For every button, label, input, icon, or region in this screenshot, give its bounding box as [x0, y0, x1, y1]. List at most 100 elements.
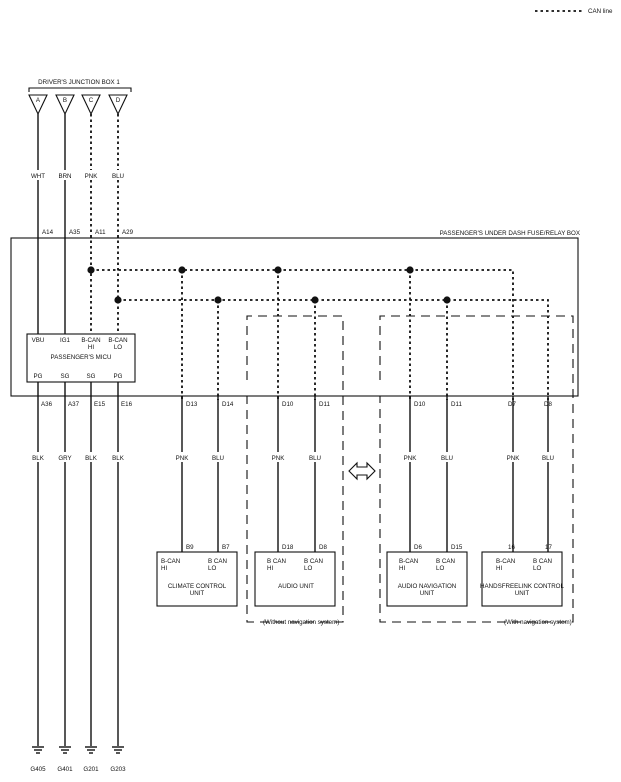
ground-label: G405: [30, 766, 46, 773]
terminal-label: D8: [544, 401, 552, 408]
splice-dot: [114, 296, 122, 304]
terminal-label: D10: [414, 401, 426, 408]
junction-pin-b-label: B: [63, 97, 67, 104]
wire-color-label: PNK: [85, 173, 99, 180]
splice-dot: [214, 296, 222, 304]
unit-name: AUDIO UNIT: [278, 583, 314, 590]
junction-pin-c-label: C: [89, 97, 94, 104]
splice-dot: [87, 266, 95, 274]
unit-pin-number: D18: [282, 544, 294, 551]
terminal-label: A35: [69, 229, 81, 236]
junction-pin-b: B: [55, 94, 75, 116]
branch-terminals: D13 D14 D10 D11 D10 D11 D7 D8: [186, 401, 552, 408]
terminal-label: A29: [122, 229, 134, 236]
unit-pin-number: B7: [222, 544, 230, 551]
ground-wires: BLK GRY BLK BLK: [28, 382, 128, 746]
terminal-label: D13: [186, 401, 198, 408]
wire-color-label: PNK: [176, 455, 190, 462]
terminal-label: D10: [282, 401, 294, 408]
terminal-label: D11: [451, 401, 462, 408]
junction-box-title: DRIVER'S JUNCTION BOX 1: [38, 79, 120, 86]
micu-outline: [26, 333, 136, 383]
top-wire-colors: WHT BRN PNK BLU: [28, 170, 128, 180]
wire-color-label: BLK: [85, 455, 98, 462]
splice-dot: [311, 296, 319, 304]
ground-label: G203: [110, 766, 126, 773]
unit-pin-number: D8: [319, 544, 327, 551]
wire-color-label: GRY: [58, 455, 71, 462]
junction-box-bracket: [28, 87, 132, 92]
ground-symbol: [32, 746, 44, 754]
unit-pin-number: D6: [414, 544, 422, 551]
junction-pin-d-label: D: [116, 97, 121, 104]
grounds: G405 G401 G201 G203: [30, 746, 126, 773]
relay-box-top-terminals: A14 A35 A11 A29: [42, 229, 134, 236]
group-with-nav-outline: [379, 315, 574, 623]
relay-box-outline: [10, 237, 579, 397]
branch-wires: [181, 396, 549, 552]
wire-color-label: PNK: [507, 455, 521, 462]
junction-pin-d: D: [108, 94, 128, 116]
unit-pin-number: B9: [186, 544, 194, 551]
terminal-label: A11: [95, 229, 106, 236]
terminal-label: D14: [222, 401, 234, 408]
junction-pin-a: A: [28, 94, 48, 116]
branch-wire-colors: PNK BLU PNK BLU PNK BLU PNK BLU: [172, 452, 558, 462]
ground-symbol: [112, 746, 124, 754]
relay-box-title: PASSENGER'S UNDER DASH FUSE/RELAY BOX: [440, 230, 580, 237]
splice-dot: [274, 266, 282, 274]
wire-color-label: BRN: [58, 173, 71, 180]
wire-color-label: BLU: [309, 455, 321, 462]
wire-color-label: BLU: [441, 455, 453, 462]
wire-color-label: BLK: [32, 455, 45, 462]
terminal-label: D7: [508, 401, 516, 408]
relay-box-bottom-terminals: A36 A37 E15 E16: [41, 401, 133, 408]
micu-pin-label: VBU: [32, 337, 45, 344]
terminal-label: A14: [42, 229, 54, 236]
splice-dot: [406, 266, 414, 274]
alternative-arrow-icon: [348, 461, 376, 481]
splice-dot: [443, 296, 451, 304]
wire-color-label: WHT: [31, 173, 45, 180]
splice-dot: [178, 266, 186, 274]
terminal-label: A37: [68, 401, 80, 408]
wire-color-label: PNK: [272, 455, 286, 462]
wire-color-label: BLK: [112, 455, 125, 462]
ground-symbol: [85, 746, 97, 754]
passenger-relay-box: PASSENGER'S UNDER DASH FUSE/RELAY BOX: [10, 230, 580, 397]
terminal-label: E16: [121, 401, 133, 408]
micu-title: PASSENGER'S MICU: [51, 354, 112, 361]
ground-label: G201: [83, 766, 99, 773]
terminal-label: A36: [41, 401, 53, 408]
micu-pin-label: SG: [61, 373, 70, 380]
micu-pin-label: PG: [34, 373, 43, 380]
drivers-junction-box: DRIVER'S JUNCTION BOX 1 A B C D: [28, 79, 132, 116]
micu-pin-label: SG: [87, 373, 96, 380]
micu-pin-label: IG1: [60, 337, 71, 344]
can-lo-bus: [118, 299, 549, 400]
can-hi-bus: [91, 269, 514, 400]
upper-wires: [37, 114, 119, 334]
junction-pin-a-label: A: [36, 97, 41, 104]
legend-label: CAN line: [588, 8, 613, 15]
wire-color-label: BLU: [212, 455, 224, 462]
junction-pin-c: C: [81, 94, 101, 116]
unit-pin-number: 17: [545, 544, 552, 551]
